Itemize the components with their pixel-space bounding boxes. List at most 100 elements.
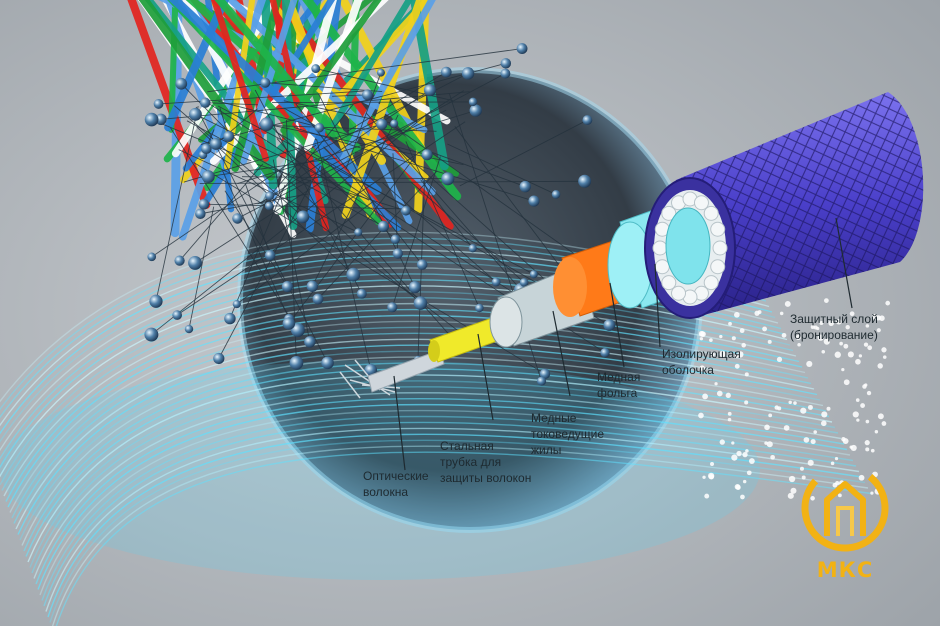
copper-cores-pointer — [552, 310, 571, 397]
armor-wires — [652, 191, 728, 305]
light-sparkle — [714, 382, 718, 386]
light-sparkle — [788, 475, 796, 483]
label-line: (бронирование) — [790, 328, 878, 342]
fiber-tube — [327, 0, 413, 134]
light-sparkle — [716, 390, 723, 397]
light-sparkle — [881, 347, 887, 353]
fiber-end-glow — [441, 172, 455, 186]
light-sparkle — [766, 441, 773, 448]
label-armor: Защитный слой (бронирование) — [790, 311, 878, 343]
light-stream — [19, 350, 821, 541]
light-stream — [35, 397, 845, 585]
label-line: Медная — [597, 370, 641, 384]
light-stream — [3, 302, 797, 497]
light-sparkle — [734, 363, 740, 369]
light-sparkle — [727, 411, 732, 416]
armor-wire — [712, 240, 728, 256]
fiber-end-glow — [172, 310, 183, 320]
light-stream — [45, 427, 860, 612]
light-sparkle — [806, 360, 813, 368]
light-sparkle — [834, 457, 839, 461]
light-sparkle — [740, 494, 745, 500]
label-copper-foil: Медная фольга — [597, 369, 640, 401]
fiber-end-glow — [213, 352, 225, 365]
fiber-end-glow — [582, 115, 593, 125]
fiber-end-glow — [265, 191, 275, 201]
light-sparkle — [728, 321, 732, 326]
light-stream — [23, 362, 827, 552]
fiber-tube — [303, 0, 363, 152]
fiber-end-glow — [356, 288, 367, 299]
light-sparkle — [702, 475, 706, 479]
fiber-end-glow — [401, 205, 411, 216]
light-sparkle — [830, 461, 835, 466]
fiber-end-glow — [468, 97, 478, 107]
light-stream — [31, 386, 839, 574]
armor-wire — [661, 205, 677, 221]
fiber-end-glow — [354, 228, 363, 237]
light-streams — [0, 231, 872, 626]
armor-wire — [710, 221, 726, 237]
light-sparkle — [849, 445, 853, 449]
fiber-end-glow — [260, 77, 271, 88]
optical-fiber — [183, 123, 382, 183]
light-sparkle — [856, 418, 860, 422]
light-sparkle — [787, 492, 794, 499]
fiber-tube — [168, 0, 179, 133]
light-sparkle — [744, 372, 749, 377]
light-sparkle — [719, 350, 726, 358]
light-sparkle — [741, 342, 746, 348]
fiber-end-glow — [232, 213, 243, 224]
insulation-pointer — [654, 263, 661, 348]
light-stream — [27, 374, 833, 563]
optical-fiber — [160, 91, 470, 120]
light-sparkle — [807, 404, 813, 410]
light-sparkle — [770, 454, 775, 460]
light-sparkle — [847, 351, 854, 358]
light-sparkle — [855, 398, 860, 402]
armor-wire — [671, 285, 687, 301]
fiber-end-glow — [377, 220, 390, 232]
fiber-tube — [127, 0, 211, 209]
light-sparkle — [762, 326, 768, 332]
light-sparkle — [843, 379, 850, 386]
optical-fiber — [237, 109, 447, 219]
light-sparkle — [746, 470, 752, 476]
optical-fiber — [283, 107, 320, 129]
light-stream — [51, 445, 869, 626]
label-copper-cores: Медные токоведущие жилы — [531, 410, 604, 458]
copper-foil-end — [553, 257, 587, 317]
optical-fiber — [405, 141, 480, 309]
optical-fiber — [224, 190, 288, 287]
fiber-end-glow — [290, 323, 305, 337]
label-line: фольга — [597, 386, 638, 400]
light-sparkle — [702, 393, 708, 400]
optical-fiber — [196, 126, 354, 276]
optical-fiber — [155, 105, 199, 302]
light-stream — [7, 314, 803, 508]
light-sparkle — [821, 411, 828, 418]
light-sparkle — [842, 438, 849, 445]
fiber-end-glow — [423, 84, 436, 97]
light-sparkle — [817, 334, 824, 341]
fiber-tube — [339, 0, 436, 164]
light-sparkle — [810, 324, 815, 329]
optical-fiber — [447, 143, 557, 195]
light-sparkle — [719, 334, 723, 339]
light-stream — [55, 451, 872, 626]
fiber-end-glow — [539, 368, 551, 380]
glow-haze — [0, 360, 760, 580]
fiber-end-glow — [264, 201, 274, 211]
fiber-tube — [210, 0, 270, 162]
light-sparkle — [821, 350, 826, 354]
light-sparkle — [849, 311, 855, 317]
label-line: волокна — [363, 485, 409, 499]
optical-fiber — [200, 193, 309, 215]
mks-logo: МКС — [797, 458, 893, 588]
light-stream — [33, 392, 842, 579]
optical-fiber — [410, 181, 525, 283]
fiber-end-glow — [387, 302, 398, 313]
optical-fiber — [288, 157, 415, 324]
fiber-end-glow — [376, 118, 388, 130]
light-sparkle — [768, 413, 773, 418]
